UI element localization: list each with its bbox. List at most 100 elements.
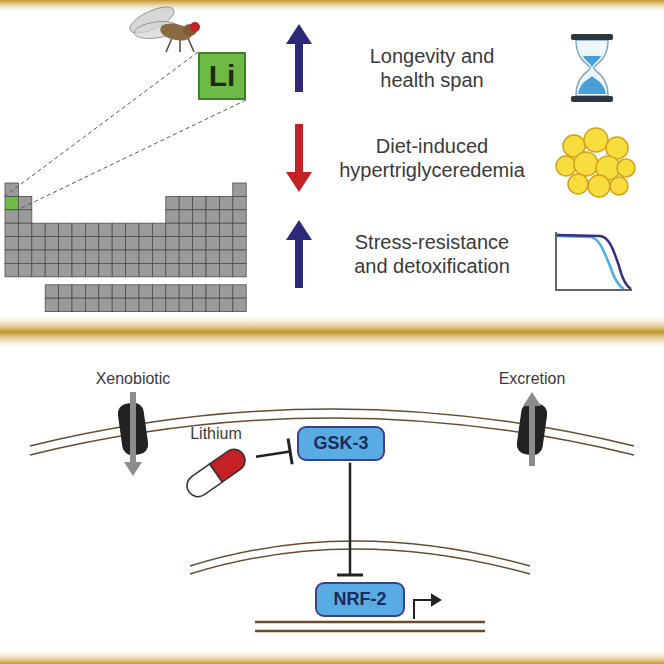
down-arrow — [286, 124, 312, 192]
fat-cells — [556, 156, 576, 176]
element-cell — [5, 250, 18, 263]
hourglass-icon — [578, 76, 606, 94]
inhibition-connector — [256, 439, 292, 465]
node-text: Li — [209, 59, 236, 94]
effect-label: Stress-resistance and detoxification — [337, 230, 527, 278]
flow-arrow — [124, 392, 142, 476]
element-cell — [85, 285, 98, 298]
fat-cells — [584, 128, 608, 152]
element-cell — [179, 250, 192, 263]
effect-label: Longevity and health span — [347, 44, 517, 92]
hourglass-icon — [571, 34, 613, 40]
element-cell — [139, 237, 152, 250]
element-cell — [193, 196, 206, 209]
element-cell — [5, 263, 18, 276]
element-cell — [45, 263, 58, 276]
inhibition-bar — [337, 574, 363, 577]
element-cell — [45, 237, 58, 250]
element-cell — [206, 210, 219, 223]
element-cell — [85, 237, 98, 250]
nuclear-membrane — [190, 541, 530, 574]
element-cell — [126, 298, 139, 311]
element-cell — [139, 285, 152, 298]
element-cell — [112, 237, 125, 250]
element-cell — [139, 263, 152, 276]
element-cell — [179, 210, 192, 223]
element-cell — [112, 298, 125, 311]
element-box: Li — [198, 52, 246, 100]
element-cell — [18, 263, 31, 276]
element-cell — [126, 285, 139, 298]
dna-strand — [255, 630, 485, 633]
element-cell — [152, 223, 165, 236]
element-cell — [206, 263, 219, 276]
element-cell — [85, 263, 98, 276]
element-cell — [152, 237, 165, 250]
pill-icon — [183, 445, 250, 501]
element-cell — [166, 223, 179, 236]
element-cell — [72, 223, 85, 236]
element-cell — [85, 250, 98, 263]
node-text: Lithium — [178, 425, 254, 443]
dna-strand — [255, 622, 485, 631]
element-cell — [179, 237, 192, 250]
transcription-arrow — [414, 595, 440, 619]
element-cell — [85, 223, 98, 236]
fat-cells — [610, 177, 628, 195]
element-cell — [193, 250, 206, 263]
element-cell — [152, 263, 165, 276]
element-cell — [59, 223, 72, 236]
down-arrow — [286, 124, 312, 192]
element-cell — [18, 237, 31, 250]
element-cell — [193, 263, 206, 276]
element-cell — [18, 196, 31, 209]
up-arrow — [286, 220, 312, 288]
element-cell — [18, 250, 31, 263]
element-cell — [112, 285, 125, 298]
transcription-arrow — [432, 595, 440, 605]
element-cell — [139, 298, 152, 311]
element-cell — [152, 285, 165, 298]
drug-pill: Lithium — [178, 425, 254, 501]
survival-plot — [556, 232, 632, 290]
element-cell — [219, 298, 232, 311]
gold-band — [0, 316, 664, 348]
nuclear-membrane — [190, 549, 530, 574]
dna-strand — [255, 621, 485, 624]
hourglass-icon — [576, 40, 608, 96]
zoom-leader — [18, 100, 246, 209]
element-cell — [206, 223, 219, 236]
element-cell — [152, 298, 165, 311]
element-cell — [193, 285, 206, 298]
fat-cells — [617, 159, 635, 177]
element-cell — [166, 210, 179, 223]
element-cell — [193, 223, 206, 236]
element-cell — [18, 210, 31, 223]
element-cell — [179, 263, 192, 276]
element-cell — [152, 250, 165, 263]
element-cell — [59, 250, 72, 263]
element-cell — [219, 223, 232, 236]
element-cell — [179, 223, 192, 236]
element-cell — [219, 237, 232, 250]
element-cell — [233, 223, 246, 236]
hourglass-icon — [571, 34, 613, 102]
element-cell — [193, 298, 206, 311]
element-cell — [99, 285, 112, 298]
element-cell — [85, 298, 98, 311]
inhibition-bar — [288, 439, 292, 465]
element-cell — [233, 250, 246, 263]
survival-plot — [557, 236, 624, 289]
fat-cells — [556, 128, 635, 197]
up-arrow — [286, 24, 312, 92]
element-cell — [72, 250, 85, 263]
element-cell — [139, 223, 152, 236]
element-cell — [206, 298, 219, 311]
fly-figure — [190, 22, 200, 32]
element-cell — [59, 237, 72, 250]
element-cell — [126, 263, 139, 276]
element-cell — [112, 263, 125, 276]
element-cell — [112, 250, 125, 263]
